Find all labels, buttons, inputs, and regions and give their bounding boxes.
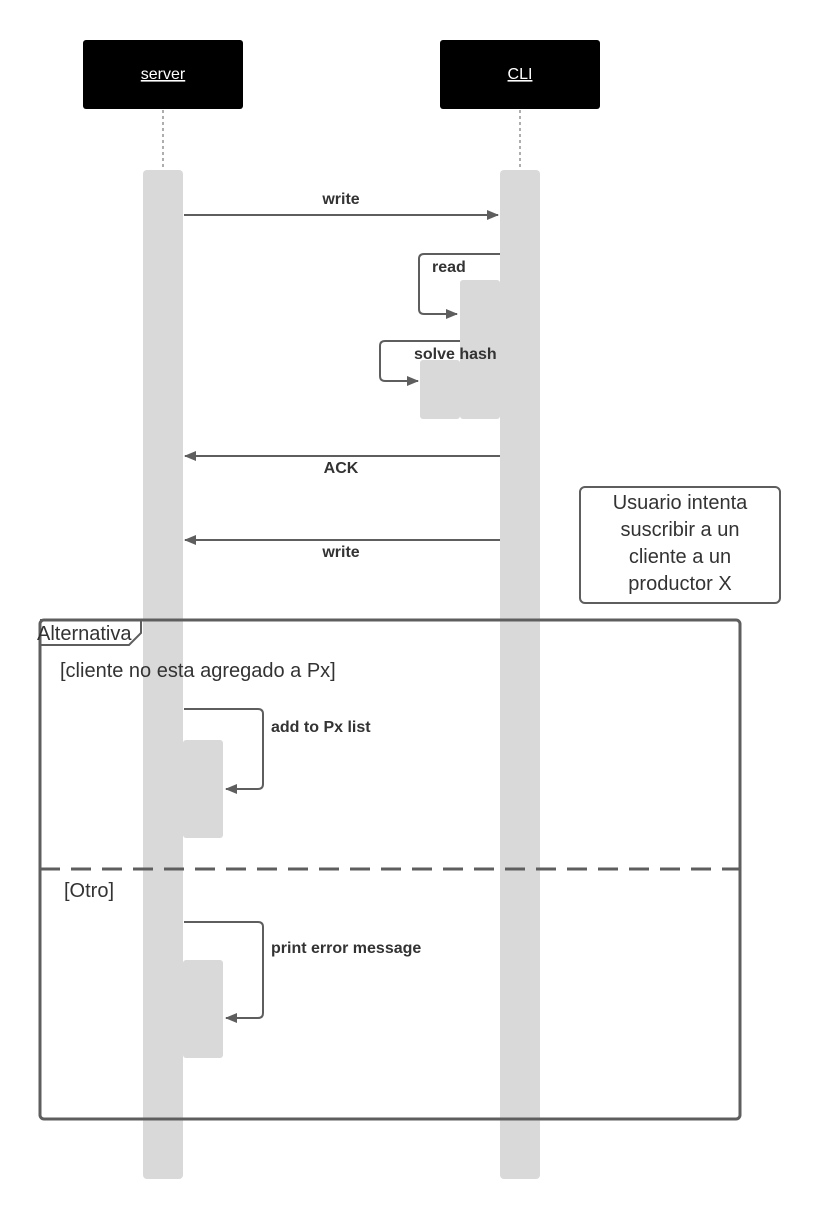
message-label: write — [321, 191, 359, 208]
message-read: read — [418, 253, 500, 319]
message-arrow — [184, 708, 264, 794]
participant-box — [83, 40, 243, 109]
message-label: print error message — [271, 940, 421, 957]
activation-print-error — [183, 960, 223, 1058]
note-line: cliente a un — [629, 546, 731, 568]
note: Usuario intenta suscribir a un cliente a… — [579, 486, 781, 604]
message-solve-hash: solve hash — [379, 340, 497, 386]
message-arrow — [379, 340, 460, 386]
activation-read — [460, 280, 500, 419]
message-label: add to Px list — [271, 719, 371, 736]
lifeline-server-bar — [143, 170, 183, 1179]
message-write-cli-to-server: write — [184, 535, 500, 561]
message-write-server-to-cli: write — [184, 191, 499, 220]
activation-solve-hash — [420, 360, 460, 419]
message-label: write — [321, 544, 359, 561]
message-add-to-px-list: add to Px list — [184, 708, 371, 794]
alt-frame: Alternativa [cliente no esta agregado a … — [37, 618, 742, 1121]
alt-guard-2: [Otro] — [64, 880, 114, 902]
note-line: productor X — [628, 573, 731, 595]
message-ack: ACK — [184, 451, 500, 477]
participant-box — [440, 40, 600, 109]
message-arrow — [184, 921, 264, 1023]
message-label: read — [432, 259, 466, 276]
participant-cli[interactable]: CLI — [440, 40, 600, 109]
message-label: solve hash — [414, 346, 497, 363]
alt-frame-tab — [40, 619, 142, 646]
participant-server[interactable]: server — [83, 40, 243, 109]
activation-add-to-list — [183, 740, 223, 838]
alt-frame-title: Alternativa — [37, 623, 132, 645]
message-print-error: print error message — [184, 921, 421, 1023]
note-box — [579, 486, 781, 604]
note-line: Usuario intenta — [613, 492, 748, 514]
message-arrow — [418, 253, 500, 319]
note-line: suscribir a un — [621, 519, 740, 541]
lifeline-cli-bar — [500, 170, 540, 1179]
alt-guard-1: [cliente no esta agregado a Px] — [60, 660, 336, 682]
participant-label: server — [141, 66, 186, 83]
message-label: ACK — [324, 460, 359, 477]
participant-label: CLI — [508, 66, 533, 83]
